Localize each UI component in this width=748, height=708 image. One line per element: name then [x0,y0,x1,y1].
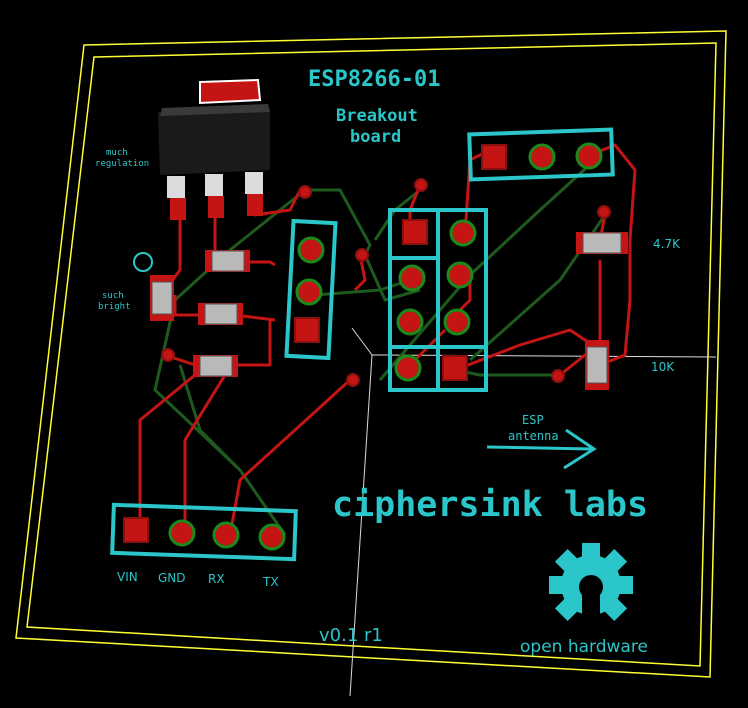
pin-label-vin: VIN [117,570,138,584]
pad-square [294,317,320,343]
pin-label-rx: RX [208,572,225,586]
antenna-label-line2: antenna [508,429,559,443]
oshw-label: open hardware [520,637,648,657]
pad-round [575,142,603,170]
version-label: v0.1 r1 [319,625,383,646]
pad-round [394,354,422,382]
antenna-arrow [486,428,597,470]
crosshair-lines [349,327,717,697]
resistor-label-4k7: 4.7K [653,237,681,251]
silkscreen-text: ESP8266-01 Breakout board much regulatio… [95,67,681,657]
via [161,348,175,362]
resistor-r2 [198,303,243,325]
led-label-line1: such [102,291,124,301]
pad-round [396,308,424,336]
pin-label-gnd: GND [158,571,186,585]
pad-round [446,261,474,289]
pad-round [295,278,323,306]
resistor-r3 [193,355,238,377]
pad-round [449,219,477,247]
board-title: ESP8266-01 [308,67,440,92]
pad-round [297,236,325,264]
via [298,185,312,199]
connector-pads [123,142,603,551]
led-polarity-mark [133,252,153,272]
regulator-label-line2: regulation [95,159,149,169]
pad-square [402,219,428,245]
resistor-10k [585,340,609,390]
oshw-logo [549,543,633,629]
board-edge [15,30,727,678]
brand-label: ciphersink labs [332,485,648,525]
top-copper-traces [138,143,637,536]
board-subtitle-line2: board [350,127,401,147]
pad-round [398,264,426,292]
via [414,178,428,192]
board-subtitle-line1: Breakout [336,106,418,126]
via [597,205,611,219]
smd-components [150,232,628,390]
voltage-regulator [158,78,270,220]
pad-round [443,308,471,336]
connector-outlines [110,127,615,562]
pad-square [123,517,149,543]
led-label-line2: bright [98,302,131,312]
via [551,369,565,383]
vias [161,178,611,387]
led-d1 [150,275,174,321]
pad-square [481,144,507,170]
via [346,373,360,387]
pad-round [168,519,196,547]
resistor-label-10k: 10K [651,360,675,374]
resistor-4k7 [576,232,628,254]
pad-round [258,523,286,551]
via [355,248,369,262]
pad-round [212,521,240,549]
pin-label-tx: TX [262,575,279,589]
pad-round [528,143,556,171]
regulator-label-line1: much [106,148,128,158]
pad-square [442,355,468,381]
antenna-label-line1: ESP [522,413,544,427]
resistor-r1 [205,250,250,272]
